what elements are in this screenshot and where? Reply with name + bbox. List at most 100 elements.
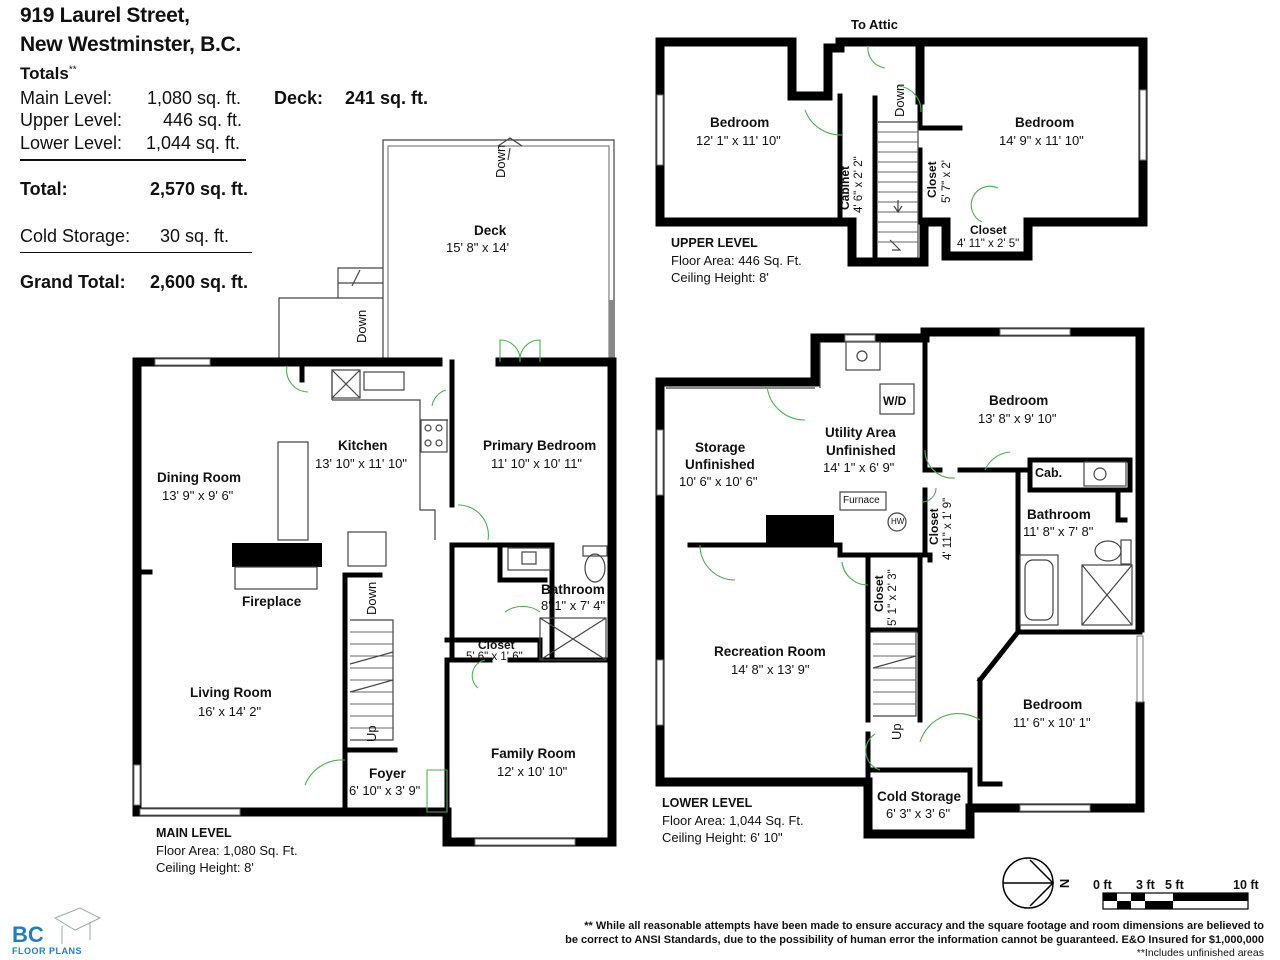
lower-utility-dim: 14' 1" x 6' 9" bbox=[823, 460, 895, 475]
deck-stair-marker bbox=[497, 137, 523, 161]
cold-storage-divider bbox=[20, 252, 252, 253]
main-level-ceiling: Ceiling Height: 8' bbox=[156, 860, 254, 875]
lower-window-bed2-side bbox=[1136, 635, 1144, 703]
totals-divider bbox=[20, 159, 246, 161]
cold-storage-dim: 6' 3" x 3' 6" bbox=[886, 806, 951, 821]
lower-hw-tank bbox=[887, 512, 907, 532]
lower-sink-drain bbox=[856, 350, 868, 362]
total-value: 2,570 sq. ft. bbox=[150, 179, 249, 199]
dining-room-dim: 13' 9" x 9' 6" bbox=[162, 488, 234, 503]
bath-sink bbox=[521, 551, 537, 565]
main-closet-label: Closet bbox=[478, 638, 515, 652]
lower-level-plan bbox=[655, 327, 1145, 839]
primary-bedroom-dim: 11' 10" x 10' 11" bbox=[491, 456, 583, 471]
bath-toilet bbox=[584, 553, 606, 583]
deck-steps bbox=[278, 267, 383, 362]
main-stair-up-label: Up bbox=[364, 725, 379, 742]
upper-level-ceiling: Ceiling Height: 8' bbox=[671, 270, 769, 285]
address-line-2: New Westminster, B.C. bbox=[20, 33, 241, 56]
logo-floor-plans-text: FLOOR PLANS bbox=[12, 946, 82, 956]
kitchen-dim: 13' 10" x 11' 10" bbox=[315, 456, 408, 471]
lower-shower bbox=[1081, 564, 1133, 626]
upper-level-floor-area: Floor Area: 446 Sq. Ft. bbox=[671, 253, 802, 268]
deck-total-label: Deck: bbox=[274, 88, 324, 108]
scale-label-3: 3 ft bbox=[1136, 878, 1155, 892]
main-door-primary bbox=[457, 504, 489, 541]
lower-bathroom-dim: 11' 8" x 7' 8" bbox=[1023, 524, 1094, 539]
upper-cabinet-dim: 4' 6" x 2' 2" bbox=[853, 156, 865, 213]
compass-north-letter: N bbox=[1057, 878, 1073, 889]
shower-x bbox=[539, 617, 607, 661]
main-door-foyer bbox=[304, 759, 346, 786]
cold-storage-total-label: Cold Storage: bbox=[20, 226, 131, 246]
lower-closet-2-label: Closet bbox=[872, 575, 886, 612]
lower-stairs bbox=[872, 631, 917, 717]
cold-storage-total-value: 30 sq. ft. bbox=[160, 226, 230, 246]
scale-bar bbox=[1102, 892, 1249, 910]
upper-level-total-label: Upper Level: bbox=[20, 110, 123, 130]
lower-closet-1-dim: 4' 11" x 1' 9" bbox=[942, 497, 954, 560]
lower-closet-1-label: Closet bbox=[927, 508, 941, 545]
upper-door-bed2 bbox=[897, 85, 922, 113]
lower-level-title: LOWER LEVEL bbox=[662, 796, 753, 810]
deck-outline bbox=[382, 139, 615, 362]
upper-interior-walls bbox=[837, 93, 963, 261]
lower-storage-dim: 10' 6" x 10' 6" bbox=[679, 474, 758, 489]
bath-toilet-tank bbox=[582, 545, 608, 557]
lower-laundry-sink bbox=[845, 341, 881, 371]
deck-down-label-1: Down bbox=[493, 144, 508, 178]
address-line-1: 919 Laurel Street, bbox=[20, 4, 190, 27]
lower-window-utility bbox=[844, 334, 876, 342]
upper-closet-h-dim: 4' 11" x 2' 5" bbox=[957, 238, 1020, 250]
main-door-primary-ext bbox=[499, 339, 541, 363]
kitchen-stove bbox=[420, 419, 448, 453]
scale-label-5: 5 ft bbox=[1165, 878, 1184, 892]
main-level-total-label: Main Level: bbox=[20, 88, 113, 108]
lower-door-bath bbox=[984, 451, 1011, 471]
upper-door-closet bbox=[970, 185, 999, 223]
main-stair-down-label: Down bbox=[364, 581, 379, 615]
recreation-room-dim: 14' 8" x 13' 9" bbox=[731, 662, 810, 677]
lower-level-total-label: Lower Level: bbox=[20, 133, 123, 153]
upper-level-title: UPPER LEVEL bbox=[671, 236, 758, 250]
scale-label-0: 0 ft bbox=[1093, 878, 1112, 892]
main-level-total-value: 1,080 sq. ft. bbox=[147, 88, 242, 108]
kitchen-peninsula bbox=[347, 531, 387, 567]
primary-bedroom-label: Primary Bedroom bbox=[483, 438, 597, 453]
upper-level-total-value: 446 sq. ft. bbox=[163, 110, 243, 130]
upper-bedroom-2-dim: 14' 9" x 11' 10" bbox=[999, 133, 1084, 148]
fireplace-block bbox=[232, 543, 322, 567]
family-room-dim: 12' x 10' 10" bbox=[497, 764, 568, 779]
lower-door-closet2 bbox=[841, 561, 869, 586]
upper-bedroom-2-label: Bedroom bbox=[1015, 115, 1075, 130]
main-door-family bbox=[426, 769, 448, 813]
bath-vanity bbox=[507, 547, 551, 571]
main-door-kitchen-stair bbox=[431, 389, 447, 407]
disclaimer-line-2: be correct to ANSI Standards, due to the… bbox=[565, 934, 1264, 946]
kitchen-island bbox=[277, 441, 309, 541]
lower-chimney bbox=[766, 515, 834, 547]
lower-storage-label: Storage bbox=[695, 440, 746, 455]
bath-shower bbox=[539, 617, 607, 661]
upper-window-left bbox=[656, 94, 664, 166]
cold-storage-label: Cold Storage bbox=[877, 789, 962, 804]
lower-window-bed2-bottom bbox=[1019, 804, 1091, 812]
recreation-room-label: Recreation Room bbox=[714, 644, 826, 659]
main-window-family bbox=[474, 838, 576, 846]
grand-total-label: Grand Total: bbox=[20, 272, 126, 292]
main-window-living bbox=[133, 764, 141, 806]
lower-bath-toilet bbox=[1094, 540, 1122, 562]
lower-bath-sink bbox=[1083, 461, 1127, 487]
disclaimer-line-1: ** While all reasonable attempts have be… bbox=[584, 920, 1264, 932]
living-room-label: Living Room bbox=[190, 685, 272, 700]
lower-bedroom-1-dim: 13' 8" x 9' 10" bbox=[978, 411, 1057, 426]
upper-cabinet-label: Cabinet bbox=[838, 165, 852, 210]
lower-level-floor-area: Floor Area: 1,044 Sq. Ft. bbox=[662, 813, 804, 828]
lower-door-cold bbox=[865, 733, 881, 771]
upper-closet-v-dim: 5' 7" x 2' bbox=[941, 160, 953, 203]
lower-hw-label: HW bbox=[891, 517, 905, 526]
fireplace-label: Fireplace bbox=[242, 594, 302, 609]
upper-stairs bbox=[878, 121, 919, 258]
upper-door-attic bbox=[867, 45, 886, 69]
lower-bedroom-2-label: Bedroom bbox=[1023, 697, 1083, 712]
